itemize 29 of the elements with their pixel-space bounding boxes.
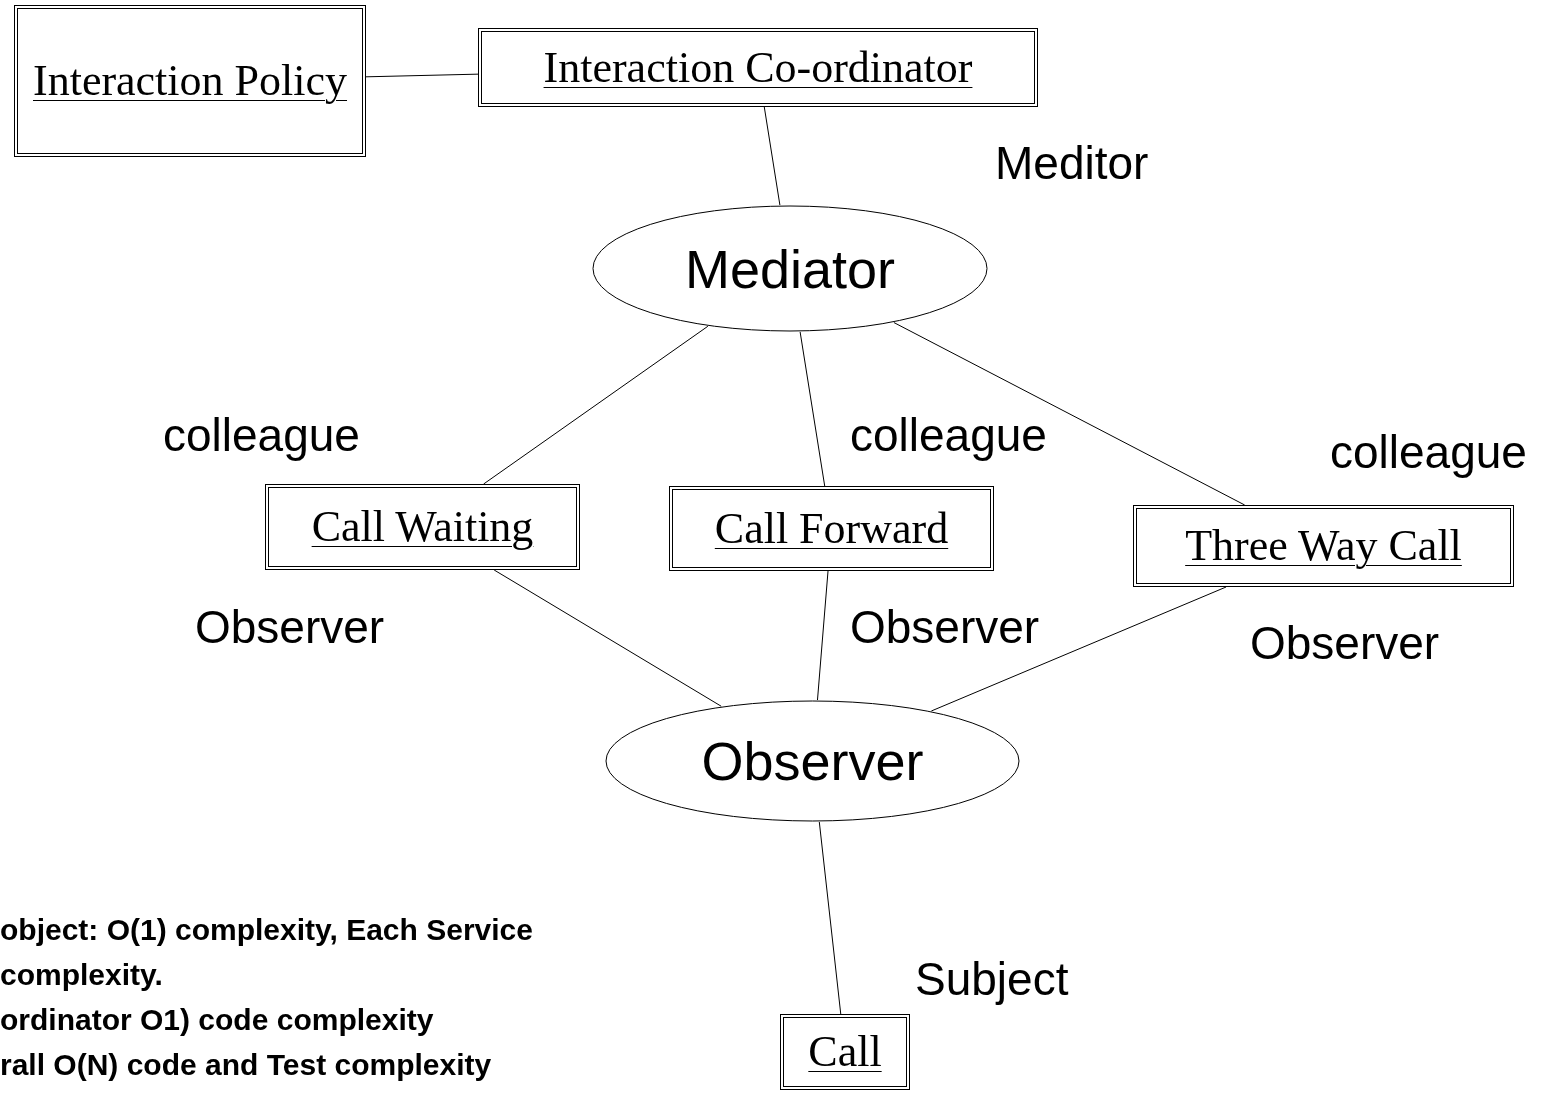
role-label: colleague xyxy=(163,408,360,462)
class-box: Three Way Call xyxy=(1133,505,1514,587)
note-text: complexity. xyxy=(0,958,163,992)
connector-line xyxy=(818,821,842,1015)
role-label: colleague xyxy=(850,408,1047,462)
node-label: Observer xyxy=(701,730,924,792)
connector-line xyxy=(483,325,709,485)
node-label: Mediator xyxy=(684,237,896,300)
note-text: object: O(1) complexity, Each Service xyxy=(0,913,533,947)
note-text: ordinator O1) code complexity xyxy=(0,1003,434,1037)
role-label: Observer xyxy=(195,600,385,654)
connector-line xyxy=(893,322,1246,506)
connector-line xyxy=(365,73,479,78)
class-box: Call Forward xyxy=(669,486,994,571)
connector-line xyxy=(493,569,722,707)
connector-line xyxy=(799,331,826,487)
connector-line xyxy=(817,570,829,701)
connector-line xyxy=(930,586,1227,712)
role-label: colleague xyxy=(1330,425,1527,479)
role-label: Meditor xyxy=(995,136,1149,190)
note-text: rall O(N) code and Test complexity xyxy=(0,1048,492,1082)
role-label: Observer xyxy=(850,600,1040,654)
role-label: Subject xyxy=(915,952,1069,1006)
class-box: Call xyxy=(780,1014,910,1090)
connector-line xyxy=(763,106,781,206)
role-label: Observer xyxy=(1250,616,1440,670)
class-box: Interaction Policy xyxy=(14,5,366,157)
class-box: Interaction Co-ordinator xyxy=(478,28,1038,107)
class-box: Call Waiting xyxy=(265,484,580,570)
